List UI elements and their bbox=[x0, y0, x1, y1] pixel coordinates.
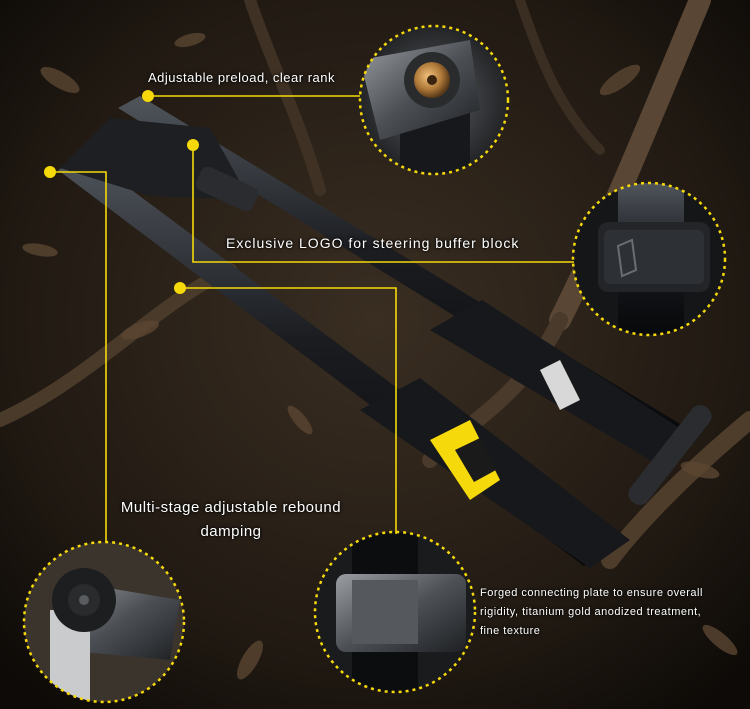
forged-caption-line2: rigidity, titanium gold anodized treatme… bbox=[480, 606, 702, 618]
preload-detail-circle bbox=[358, 24, 510, 176]
forged-caption-line1: Forged connecting plate to ensure overal… bbox=[480, 587, 703, 599]
rebound-caption-line2: damping bbox=[200, 523, 262, 540]
forged-caption: Forged connecting plate to ensure overal… bbox=[480, 584, 742, 641]
logo-buffer-detail-circle bbox=[571, 181, 727, 337]
rebound-caption-line1: Multi-stage adjustable rebound bbox=[120, 499, 342, 516]
white-graphic bbox=[540, 360, 580, 410]
rebound-detail-circle bbox=[22, 540, 186, 704]
dry-leaves bbox=[22, 32, 738, 680]
callout-dots bbox=[44, 90, 199, 294]
brand-logo-icon bbox=[616, 238, 638, 278]
callout-lines bbox=[50, 95, 574, 542]
axle bbox=[628, 404, 712, 506]
suspension-fork bbox=[58, 96, 712, 568]
logo-caption: Exclusive LOGO for steering buffer block bbox=[226, 235, 520, 251]
forged-caption-line3: fine texture bbox=[480, 625, 541, 637]
rebound-caption: Multi-stage adjustable rebound damping bbox=[112, 496, 350, 544]
preload-caption: Adjustable preload, clear rank bbox=[148, 70, 335, 85]
forged-plate-detail-circle bbox=[313, 530, 477, 694]
